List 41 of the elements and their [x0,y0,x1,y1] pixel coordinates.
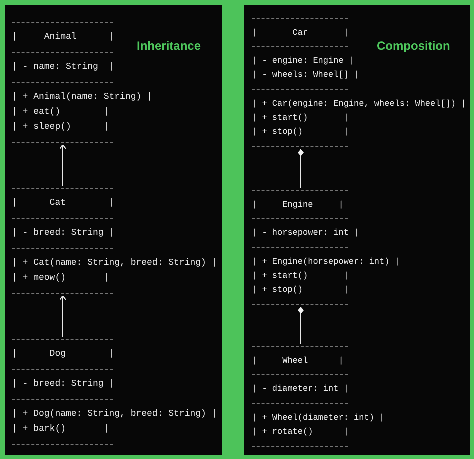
attribute: | - diameter: int | [252,383,349,396]
method: | + Animal(name: String) | [12,91,152,104]
panel-title: Inheritance [137,39,202,53]
arrow [59,295,67,338]
attribute: | - name: String | [12,61,115,74]
method: | + start() | [252,270,349,283]
diamond-connector [298,306,304,344]
method: | + Wheel(diameter: int) | [252,412,385,425]
method: | + sleep() | [12,121,110,134]
class-name: | Animal | [12,31,115,44]
class-box [252,18,466,148]
panel [5,5,222,455]
class-box [252,346,385,447]
panel [244,5,470,455]
class-box [252,190,400,306]
attribute: | - wheels: Wheel[] | [252,69,360,82]
class-name: | Wheel | [252,354,344,368]
method: | + Dog(name: String, breed: String) | [12,408,218,421]
attribute: | - horsepower: int | [252,227,360,240]
method: | + meow() | [12,272,110,285]
attribute: | - engine: Engine | [252,55,354,68]
method: | + stop() | [252,126,349,140]
panel-title: Composition [377,39,450,53]
method: | + start() | [252,112,349,126]
attribute: | - breed: String | [12,227,115,240]
class-box [12,339,218,445]
method: | + rotate() | [252,426,349,439]
class-name: | Dog | [12,348,115,361]
class-box [12,188,218,294]
method: | + Cat(name: String, breed: String) | [12,257,218,270]
arrow [59,144,67,186]
method: | + stop() | [252,284,349,298]
class-name: | Engine | [252,198,344,212]
attribute: | - breed: String | [12,378,115,391]
method: | + Car(engine: Engine, wheels: Wheel[]) | [252,98,466,111]
class-name: | Car | [252,26,349,40]
method: | + bark() | [12,423,110,436]
class-name: | Cat | [12,197,115,210]
method: | + Engine(horsepower: int) | [252,256,400,269]
method: | + eat() | [12,106,110,119]
diamond-connector [298,148,304,188]
